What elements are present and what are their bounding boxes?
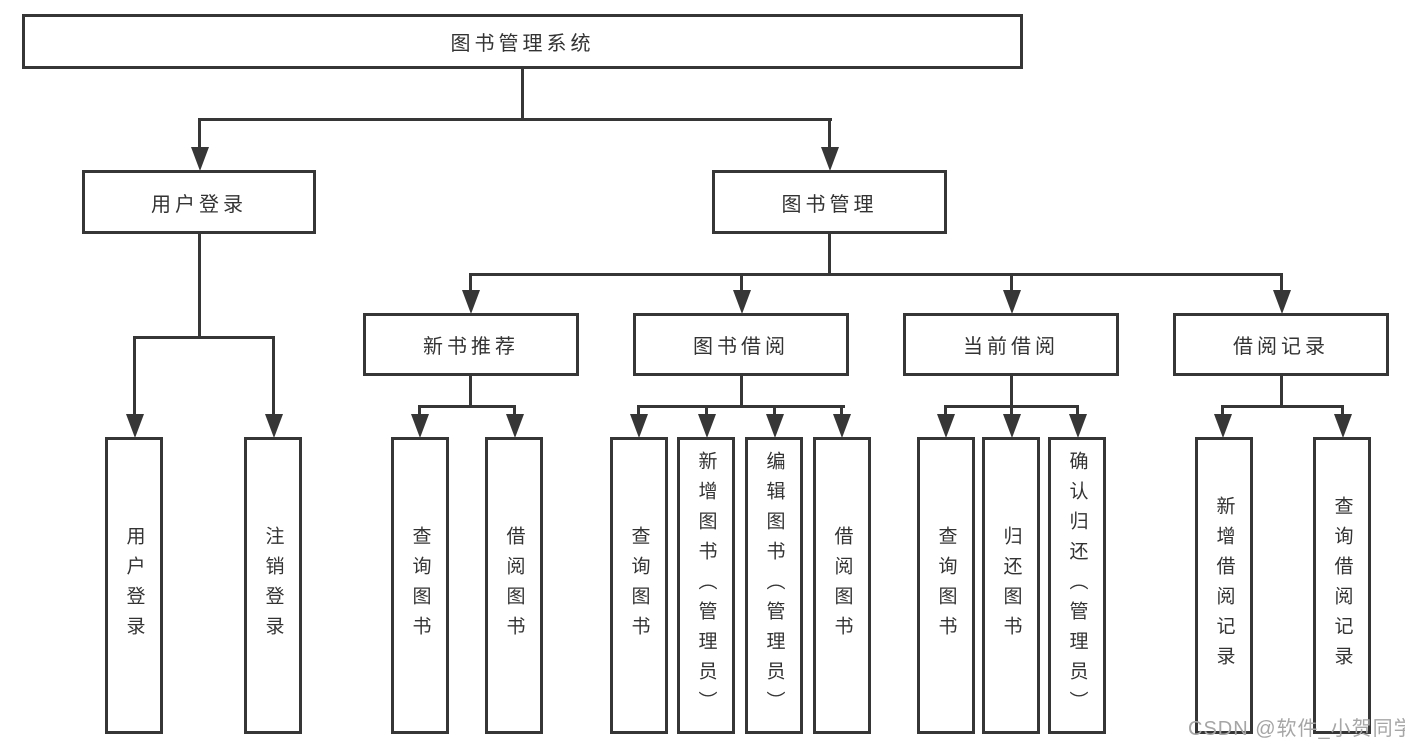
connector-book-management-vline	[828, 233, 831, 273]
connector-arrow-add-borrow-record	[1213, 405, 1232, 438]
node-new-book-recommend-label: 新书推荐	[423, 336, 519, 358]
node-root: 图书管理系统	[22, 14, 1023, 69]
node-book-management: 图书管理	[712, 170, 947, 234]
connector-arrow-return-book	[1002, 405, 1021, 438]
csdn-watermark: CSDN @软件_小贺同学	[1188, 718, 1405, 740]
node-book-borrow-label: 图书借阅	[693, 336, 789, 358]
node-new-book-recommend: 新书推荐	[363, 313, 579, 376]
connector-arrow-leaf-logout	[264, 336, 283, 438]
leaf-query-books-current: 查询图书	[917, 437, 975, 734]
connector-arrow-new-book-recommend	[461, 273, 480, 314]
connector-arrow-borrow-books-recommend	[505, 405, 524, 438]
connector-user-login-hline	[133, 336, 275, 339]
leaf-return-book-label: 归还图书	[1000, 525, 1022, 646]
node-borrow-records-label: 借阅记录	[1233, 336, 1329, 358]
connector-arrow-borrow-records	[1272, 273, 1291, 314]
connector-arrow-query-books-current	[936, 405, 955, 438]
connector-recommend-hline	[418, 405, 516, 408]
node-book-management-label: 图书管理	[781, 193, 878, 216]
leaf-add-borrow-record: 新增借阅记录	[1195, 437, 1253, 734]
connector-records-vline	[1280, 376, 1283, 405]
leaf-borrow-books-recommend: 借阅图书	[485, 437, 543, 734]
connector-user-login-vline	[198, 233, 201, 336]
connector-arrow-current-borrow	[1002, 273, 1021, 314]
connector-arrow-query-books-borrow	[629, 405, 648, 438]
connector-arrow-user-login	[190, 118, 209, 171]
connector-recommend-vline	[469, 376, 472, 405]
connector-arrow-book-management	[820, 118, 839, 171]
leaf-add-borrow-record-label: 新增借阅记录	[1213, 495, 1235, 676]
leaf-borrow-books-borrow: 借阅图书	[813, 437, 871, 734]
leaf-query-books-current-label: 查询图书	[935, 525, 957, 646]
connector-book-management-hline	[469, 273, 1283, 276]
node-root-label: 图书管理系统	[450, 33, 595, 55]
connector-root-vline	[521, 68, 524, 118]
connector-arrow-add-book	[697, 405, 716, 438]
connector-borrow-vline	[740, 376, 743, 405]
connector-arrow-borrow-books-borrow	[832, 405, 851, 438]
leaf-borrow-books-recommend-label: 借阅图书	[503, 525, 525, 646]
connector-arrow-query-books-recommend	[410, 405, 429, 438]
leaf-edit-book-admin-label: 编辑图书（管理员）	[763, 450, 785, 721]
leaf-edit-book-admin: 编辑图书（管理员）	[745, 437, 803, 734]
connector-records-hline	[1221, 405, 1344, 408]
node-current-borrow-label: 当前借阅	[963, 336, 1059, 358]
node-user-login: 用户登录	[82, 170, 316, 234]
node-user-login-label: 用户登录	[151, 193, 247, 216]
connector-borrow-hline	[637, 405, 845, 408]
connector-arrow-query-borrow-record	[1333, 405, 1352, 438]
leaf-query-borrow-record: 查询借阅记录	[1313, 437, 1371, 734]
node-borrow-records: 借阅记录	[1173, 313, 1389, 376]
node-current-borrow: 当前借阅	[903, 313, 1119, 376]
leaf-query-books-recommend-label: 查询图书	[409, 525, 431, 646]
leaf-query-books-borrow: 查询图书	[610, 437, 668, 734]
node-book-borrow: 图书借阅	[633, 313, 849, 376]
connector-root-hline	[198, 118, 832, 121]
leaf-confirm-return-admin-label: 确认归还（管理员）	[1066, 450, 1088, 721]
connector-arrow-book-borrow	[732, 273, 751, 314]
leaf-query-borrow-record-label: 查询借阅记录	[1331, 495, 1353, 676]
leaf-add-book-admin-label: 新增图书（管理员）	[695, 450, 717, 721]
leaf-return-book: 归还图书	[982, 437, 1040, 734]
leaf-logout-login: 注销登录	[244, 437, 302, 734]
leaf-user-login-label: 用户登录	[123, 525, 145, 646]
leaf-user-login: 用户登录	[105, 437, 163, 734]
leaf-confirm-return-admin: 确认归还（管理员）	[1048, 437, 1106, 734]
connector-current-vline	[1010, 376, 1013, 405]
connector-arrow-edit-book	[765, 405, 784, 438]
leaf-borrow-books-borrow-label: 借阅图书	[831, 525, 853, 646]
connector-arrow-confirm-return	[1068, 405, 1087, 438]
leaf-query-books-borrow-label: 查询图书	[628, 525, 650, 646]
leaf-add-book-admin: 新增图书（管理员）	[677, 437, 735, 734]
leaf-query-books-recommend: 查询图书	[391, 437, 449, 734]
connector-arrow-leaf-user-login	[125, 336, 144, 438]
leaf-logout-login-label: 注销登录	[262, 525, 284, 646]
